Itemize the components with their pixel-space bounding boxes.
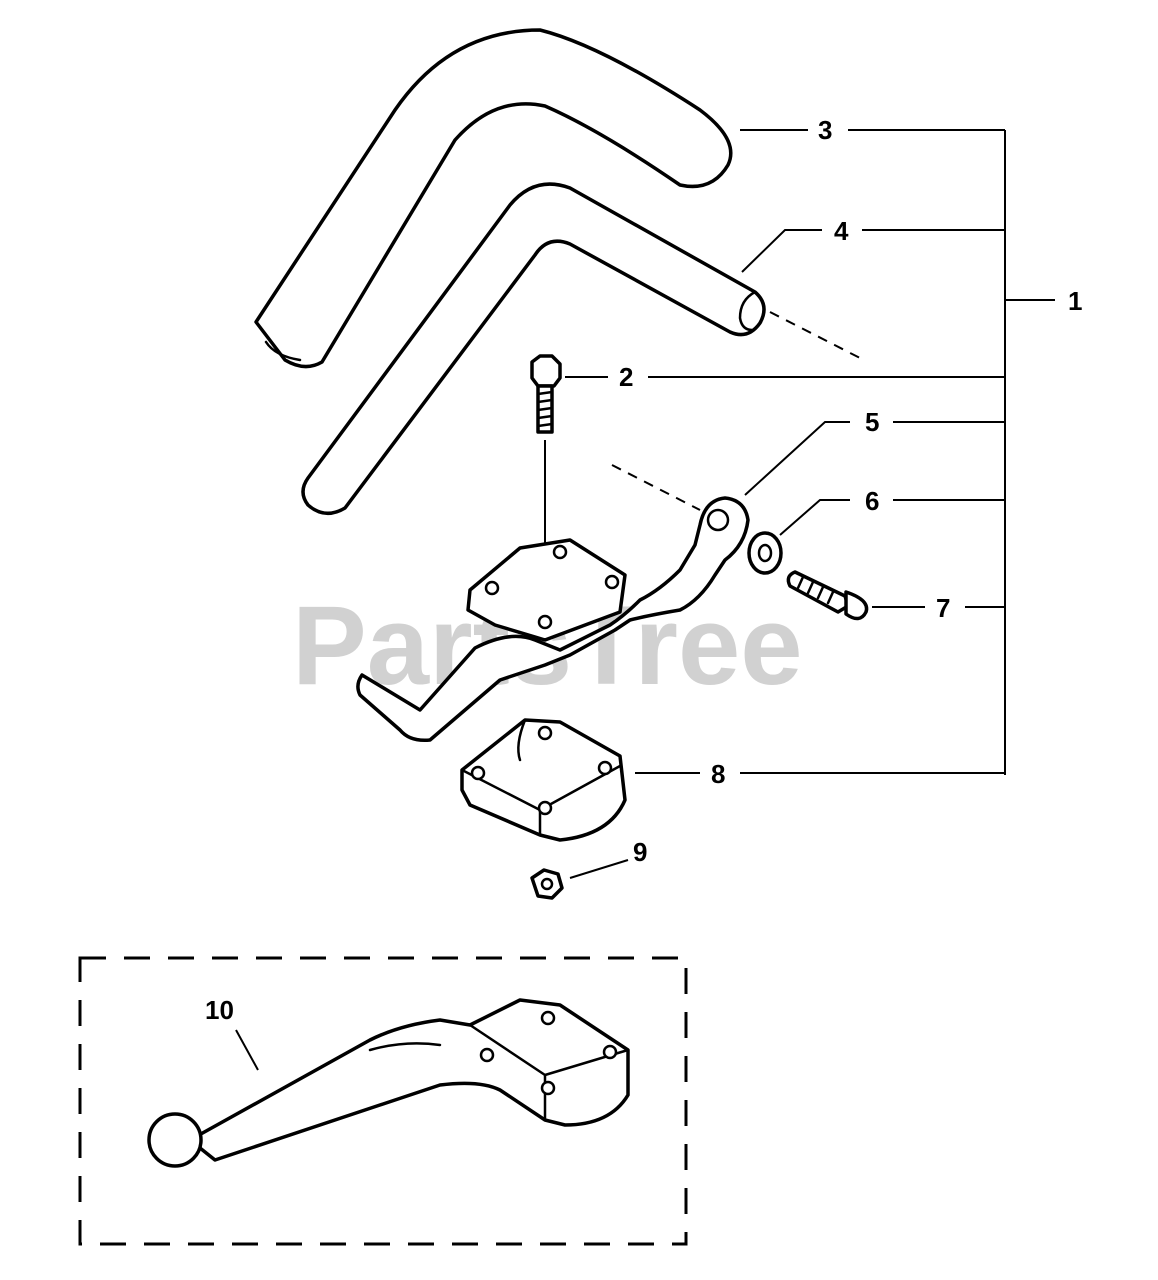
callout-1: 1 bbox=[1068, 286, 1082, 316]
callout-8: 8 bbox=[711, 759, 725, 789]
part-6-washer[interactable] bbox=[747, 531, 783, 575]
part-10-alt-handle[interactable] bbox=[147, 998, 630, 1168]
part-7-screw[interactable] bbox=[786, 570, 869, 621]
callout-10: 10 bbox=[205, 995, 234, 1025]
part-3-upper-grip[interactable] bbox=[254, 28, 733, 369]
callout-2: 2 bbox=[619, 362, 633, 392]
part-2-bolt[interactable] bbox=[530, 354, 562, 434]
callout-9: 9 bbox=[633, 837, 647, 867]
callout-3: 3 bbox=[818, 115, 832, 145]
callout-6: 6 bbox=[865, 486, 879, 516]
axis-line-tube bbox=[769, 311, 861, 359]
axis-line-bracket bbox=[611, 464, 701, 511]
leader-lines bbox=[235, 129, 1055, 1071]
part-9-nut[interactable] bbox=[530, 868, 564, 900]
part-5-bracket[interactable] bbox=[356, 496, 750, 743]
callout-7: 7 bbox=[936, 593, 950, 623]
part-4-bent-tube[interactable] bbox=[301, 182, 766, 515]
callout-labels: 1 2 3 4 5 6 7 8 9 10 bbox=[205, 115, 1082, 1025]
part-8-clamp[interactable] bbox=[460, 718, 627, 842]
callout-5: 5 bbox=[865, 407, 879, 437]
optional-part-box bbox=[78, 956, 688, 1246]
callout-4: 4 bbox=[834, 216, 849, 246]
